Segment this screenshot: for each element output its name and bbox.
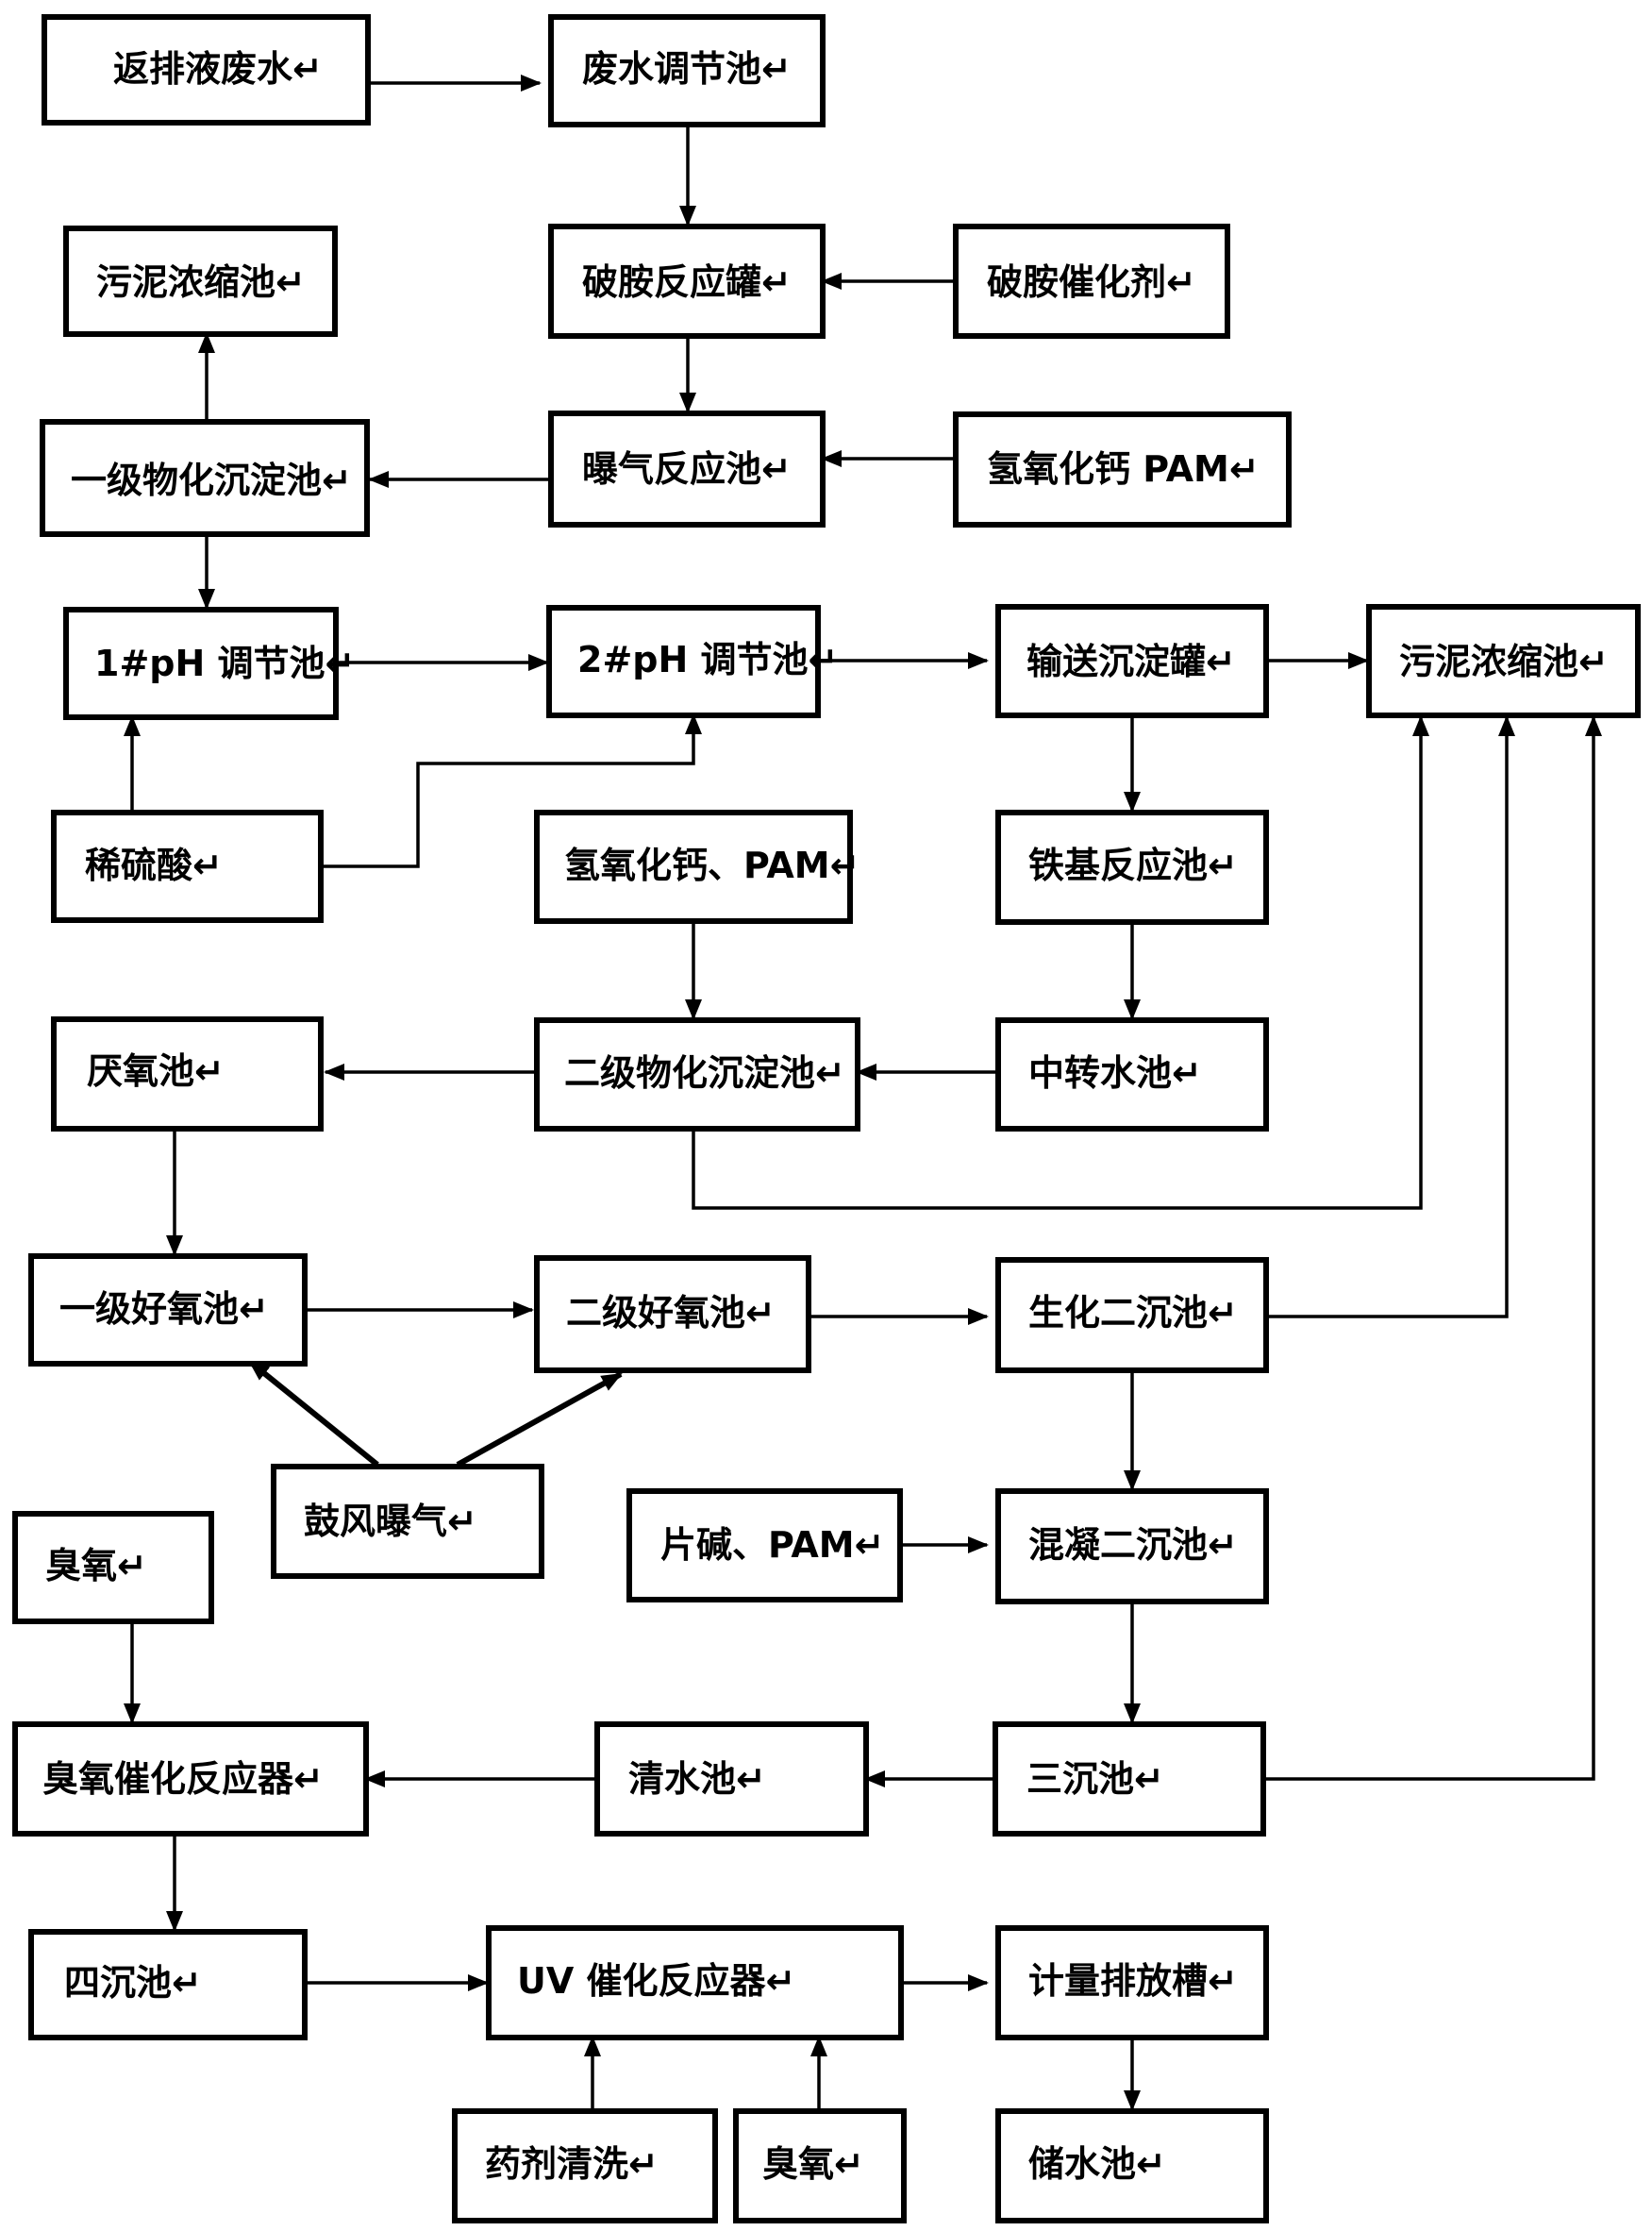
node-label: 三沉池↵ — [1026, 1758, 1164, 1800]
edge-n17-n12 — [692, 715, 1429, 1210]
node-aeration-reaction-tank: 曝气反应池↵ — [548, 411, 826, 528]
node-label: 污泥浓缩池↵ — [1399, 641, 1609, 682]
node-intermediate-water-tank: 中转水池↵ — [995, 1017, 1269, 1132]
node-calcium-hydroxide-pam-1: 氢氧化钙 PAM↵ — [953, 411, 1292, 528]
node-clear-water-tank: 清水池↵ — [594, 1721, 869, 1837]
node-sludge-thickener-top: 污泥浓缩池↵ — [63, 226, 338, 337]
node-ph-adjustment-tank-2: 2#pH 调节池↵ — [546, 605, 838, 718]
node-biochemical-secondary-clarifier: 生化二沉池↵ — [995, 1257, 1269, 1373]
node-primary-aerobic-tank: 一级好氧池↵ — [28, 1253, 308, 1367]
edge-n22-n20 — [456, 1371, 623, 1468]
node-ozone-left: 臭氧↵ — [12, 1511, 214, 1624]
edge-n21-n12 — [1266, 715, 1515, 1318]
node-label: 片碱、PAM↵ — [660, 1524, 884, 1566]
node-sludge-thickener-right: 污泥浓缩池↵ — [1366, 604, 1641, 718]
node-label: 计量排放槽↵ — [1028, 1960, 1238, 2002]
node-ozone-bottom: 臭氧↵ — [733, 2108, 907, 2223]
node-label: 二级物化沉淀池↵ — [564, 1052, 845, 1094]
node-iron-based-reaction-tank: 铁基反应池↵ — [995, 810, 1269, 925]
node-water-storage-tank: 储水池↵ — [995, 2108, 1269, 2223]
node-caustic-soda-pam: 片碱、PAM↵ — [626, 1488, 903, 1602]
edge-n28-n12 — [1263, 715, 1602, 1781]
node-label: 破胺反应罐↵ — [582, 261, 792, 303]
node-label: 臭氧↵ — [45, 1545, 147, 1586]
node-label: 鼓风曝气↵ — [304, 1501, 477, 1542]
node-label: 铁基反应池↵ — [1028, 845, 1238, 886]
node-blower-aeration: 鼓风曝气↵ — [271, 1464, 544, 1579]
node-fourth-settling-tank: 四沉池↵ — [28, 1929, 308, 2040]
node-label: 药剂清洗↵ — [485, 2143, 659, 2185]
edge-n13-n10 — [321, 713, 702, 868]
node-label: 返排液废水↵ — [113, 48, 323, 90]
node-ph-adjustment-tank-1: 1#pH 调节池↵ — [63, 607, 355, 720]
node-label: 储水池↵ — [1028, 2143, 1166, 2185]
node-label: 废水调节池↵ — [582, 48, 792, 90]
node-label: 输送沉淀罐↵ — [1026, 641, 1236, 682]
node-label: 臭氧↵ — [762, 2143, 864, 2185]
node-label: 一级物化沉淀池↵ — [71, 460, 352, 501]
node-ozone-catalytic-reactor: 臭氧催化反应器↵ — [12, 1721, 369, 1837]
node-fracturing-flowback-wastewater: 返排液废水↵ — [42, 14, 371, 126]
edge-n22-n19 — [248, 1359, 379, 1468]
node-label: 中转水池↵ — [1028, 1052, 1202, 1094]
connectors — [124, 75, 1602, 2111]
node-uv-catalytic-reactor: UV 催化反应器↵ — [486, 1925, 904, 2040]
node-label: 一级好氧池↵ — [59, 1288, 269, 1330]
node-coagulation-secondary-clarifier: 混凝二沉池↵ — [995, 1488, 1269, 1604]
node-wastewater-equalization-tank: 废水调节池↵ — [548, 14, 826, 127]
node-label: 臭氧催化反应器↵ — [42, 1758, 324, 1800]
node-label: 四沉池↵ — [64, 1962, 202, 2004]
node-label: 2#pH 调节池↵ — [577, 639, 838, 680]
node-metered-discharge-tank: 计量排放槽↵ — [995, 1925, 1269, 2040]
node-label: 污泥浓缩池↵ — [96, 261, 306, 303]
node-primary-physicochemical-settling-tank: 一级物化沉淀池↵ — [40, 419, 370, 537]
node-label: 生化二沉池↵ — [1028, 1292, 1238, 1334]
node-label: 氢氧化钙 PAM↵ — [987, 448, 1260, 490]
node-amine-breaking-catalyst: 破胺催化剂↵ — [953, 224, 1230, 339]
node-label: 1#pH 调节池↵ — [94, 643, 355, 684]
node-label: 二级好氧池↵ — [566, 1292, 776, 1334]
node-dilute-sulfuric-acid: 稀硫酸↵ — [51, 810, 324, 923]
node-label: 厌氧池↵ — [87, 1050, 225, 1092]
node-chemical-cleaning: 药剂清洗↵ — [452, 2108, 718, 2223]
node-transfer-settling-tank: 输送沉淀罐↵ — [995, 604, 1269, 718]
node-tertiary-settling-tank: 三沉池↵ — [993, 1721, 1266, 1837]
node-anaerobic-tank: 厌氧池↵ — [51, 1016, 324, 1132]
node-label: 氢氧化钙、PAM↵ — [564, 845, 859, 886]
node-secondary-aerobic-tank: 二级好氧池↵ — [534, 1255, 811, 1373]
node-label: 稀硫酸↵ — [85, 845, 223, 886]
node-secondary-physicochemical-settling-tank: 二级物化沉淀池↵ — [534, 1017, 860, 1132]
node-calcium-hydroxide-pam-2: 氢氧化钙、PAM↵ — [534, 810, 859, 924]
node-label: 破胺催化剂↵ — [987, 261, 1196, 303]
node-label: UV 催化反应器↵ — [517, 1960, 795, 2002]
node-label: 混凝二沉池↵ — [1028, 1524, 1238, 1566]
node-amine-breaking-reactor: 破胺反应罐↵ — [548, 224, 826, 339]
node-label: 清水池↵ — [628, 1758, 766, 1800]
node-label: 曝气反应池↵ — [582, 448, 792, 490]
